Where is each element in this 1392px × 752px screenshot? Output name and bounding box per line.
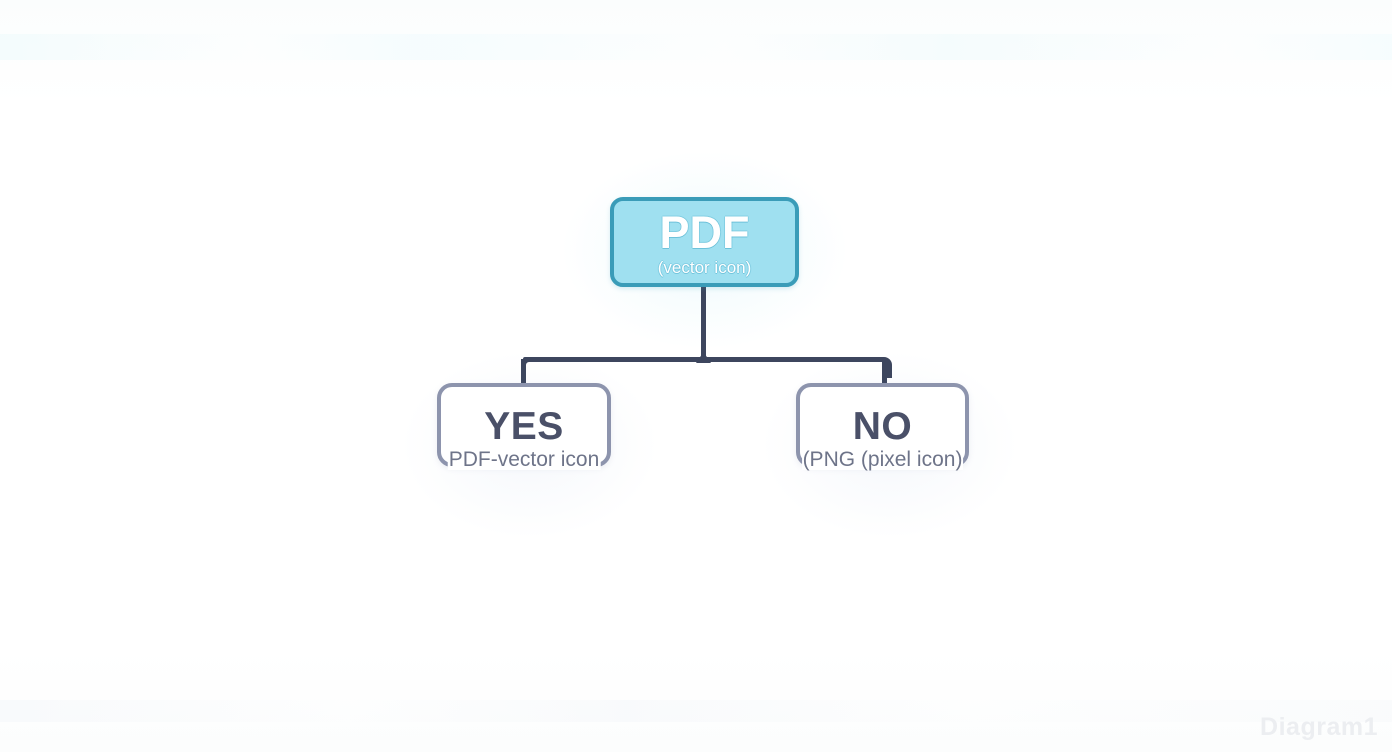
node-pdf-subtitle: (vector icon) xyxy=(657,258,752,277)
connector-crossbar-horizontal xyxy=(523,357,884,362)
connector-corner-left xyxy=(521,357,542,378)
connector-corner-right xyxy=(871,357,892,378)
node-pdf[interactable]: PDF (vector icon) xyxy=(610,197,799,287)
node-yes-title: YES xyxy=(484,404,564,448)
node-yes[interactable]: YES PDF-vector icon xyxy=(437,383,611,471)
connector-drop-yes xyxy=(521,359,526,385)
node-yes-subtitle: PDF-vector icon xyxy=(447,448,601,471)
background-haze-bottom xyxy=(0,700,1392,722)
connector-junction-marker xyxy=(696,352,711,363)
node-pdf-title: PDF xyxy=(659,207,750,258)
connector-trunk-vertical xyxy=(701,283,706,362)
node-no-subtitle: (PNG (pixel icon) xyxy=(801,448,964,471)
node-no[interactable]: NO (PNG (pixel icon) xyxy=(796,383,969,471)
connector-drop-no xyxy=(882,359,887,385)
node-no-title: NO xyxy=(852,404,913,448)
diagram-watermark: Diagram1 xyxy=(1260,713,1378,741)
background-haze-top xyxy=(0,34,1392,60)
